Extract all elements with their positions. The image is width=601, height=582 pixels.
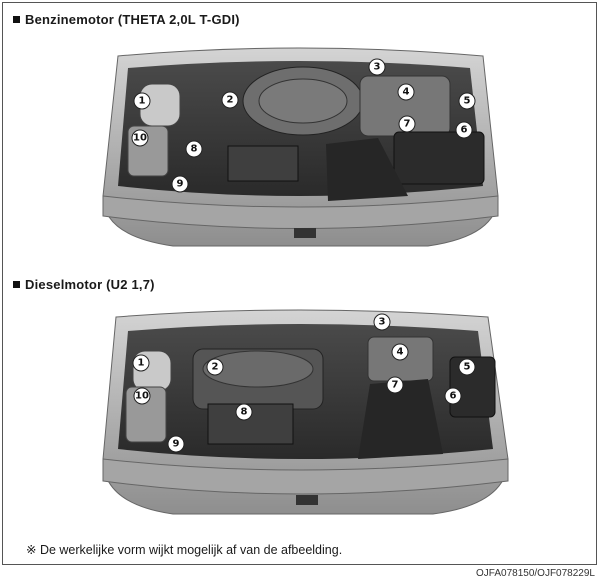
callout-3: 3 xyxy=(373,313,391,331)
callout-10: 10 xyxy=(131,129,149,147)
svg-text:6: 6 xyxy=(450,391,457,402)
callout-2: 2 xyxy=(206,358,224,376)
svg-text:5: 5 xyxy=(464,362,471,373)
svg-text:6: 6 xyxy=(461,125,468,136)
svg-text:4: 4 xyxy=(397,347,404,358)
callout-2: 2 xyxy=(221,91,239,109)
section-title-text: Benzinemotor (THETA 2,0L T-GDI) xyxy=(25,12,240,27)
section-title-petrol: Benzinemotor (THETA 2,0L T-GDI) xyxy=(13,12,240,27)
callout-9: 9 xyxy=(171,175,189,193)
svg-text:1: 1 xyxy=(139,96,146,107)
svg-text:10: 10 xyxy=(133,133,147,144)
svg-text:7: 7 xyxy=(392,380,399,391)
callout-4: 4 xyxy=(397,83,415,101)
callout-1: 1 xyxy=(133,92,151,110)
svg-text:5: 5 xyxy=(464,96,471,107)
petrol-engine-bay-image: 1 2 3 4 5 6 7 8 9 10 xyxy=(102,47,499,247)
callout-4: 4 xyxy=(391,343,409,361)
callout-10: 10 xyxy=(133,387,151,405)
callout-7: 7 xyxy=(398,115,416,133)
svg-text:3: 3 xyxy=(379,317,386,328)
svg-text:8: 8 xyxy=(191,144,198,155)
callout-7: 7 xyxy=(386,376,404,394)
figure-frame xyxy=(2,2,597,565)
callout-9: 9 xyxy=(167,435,185,453)
callout-3: 3 xyxy=(368,58,386,76)
svg-text:3: 3 xyxy=(374,62,381,73)
callout-5: 5 xyxy=(458,92,476,110)
svg-text:8: 8 xyxy=(241,407,248,418)
section-title-text: Dieselmotor (U2 1,7) xyxy=(25,277,155,292)
disclaimer-note: ※ De werkelijke vorm wijkt mogelijk af v… xyxy=(26,543,343,557)
svg-text:9: 9 xyxy=(177,179,184,190)
svg-text:2: 2 xyxy=(212,362,219,373)
svg-text:7: 7 xyxy=(404,119,411,130)
svg-text:4: 4 xyxy=(403,87,410,98)
callout-5: 5 xyxy=(458,358,476,376)
diesel-engine-bay-image: 1 2 3 4 5 6 7 8 9 10 xyxy=(102,309,509,515)
svg-text:1: 1 xyxy=(138,358,145,369)
bullet-square-icon xyxy=(13,281,20,288)
svg-text:10: 10 xyxy=(135,391,149,402)
svg-text:9: 9 xyxy=(173,439,180,450)
section-title-diesel: Dieselmotor (U2 1,7) xyxy=(13,277,155,292)
callout-8: 8 xyxy=(185,140,203,158)
bullet-square-icon xyxy=(13,16,20,23)
image-code: OJFA078150/OJF078229L xyxy=(476,568,595,579)
svg-text:2: 2 xyxy=(227,95,234,106)
callout-8: 8 xyxy=(235,403,253,421)
callout-6: 6 xyxy=(455,121,473,139)
callout-6: 6 xyxy=(444,387,462,405)
callout-1: 1 xyxy=(132,354,150,372)
